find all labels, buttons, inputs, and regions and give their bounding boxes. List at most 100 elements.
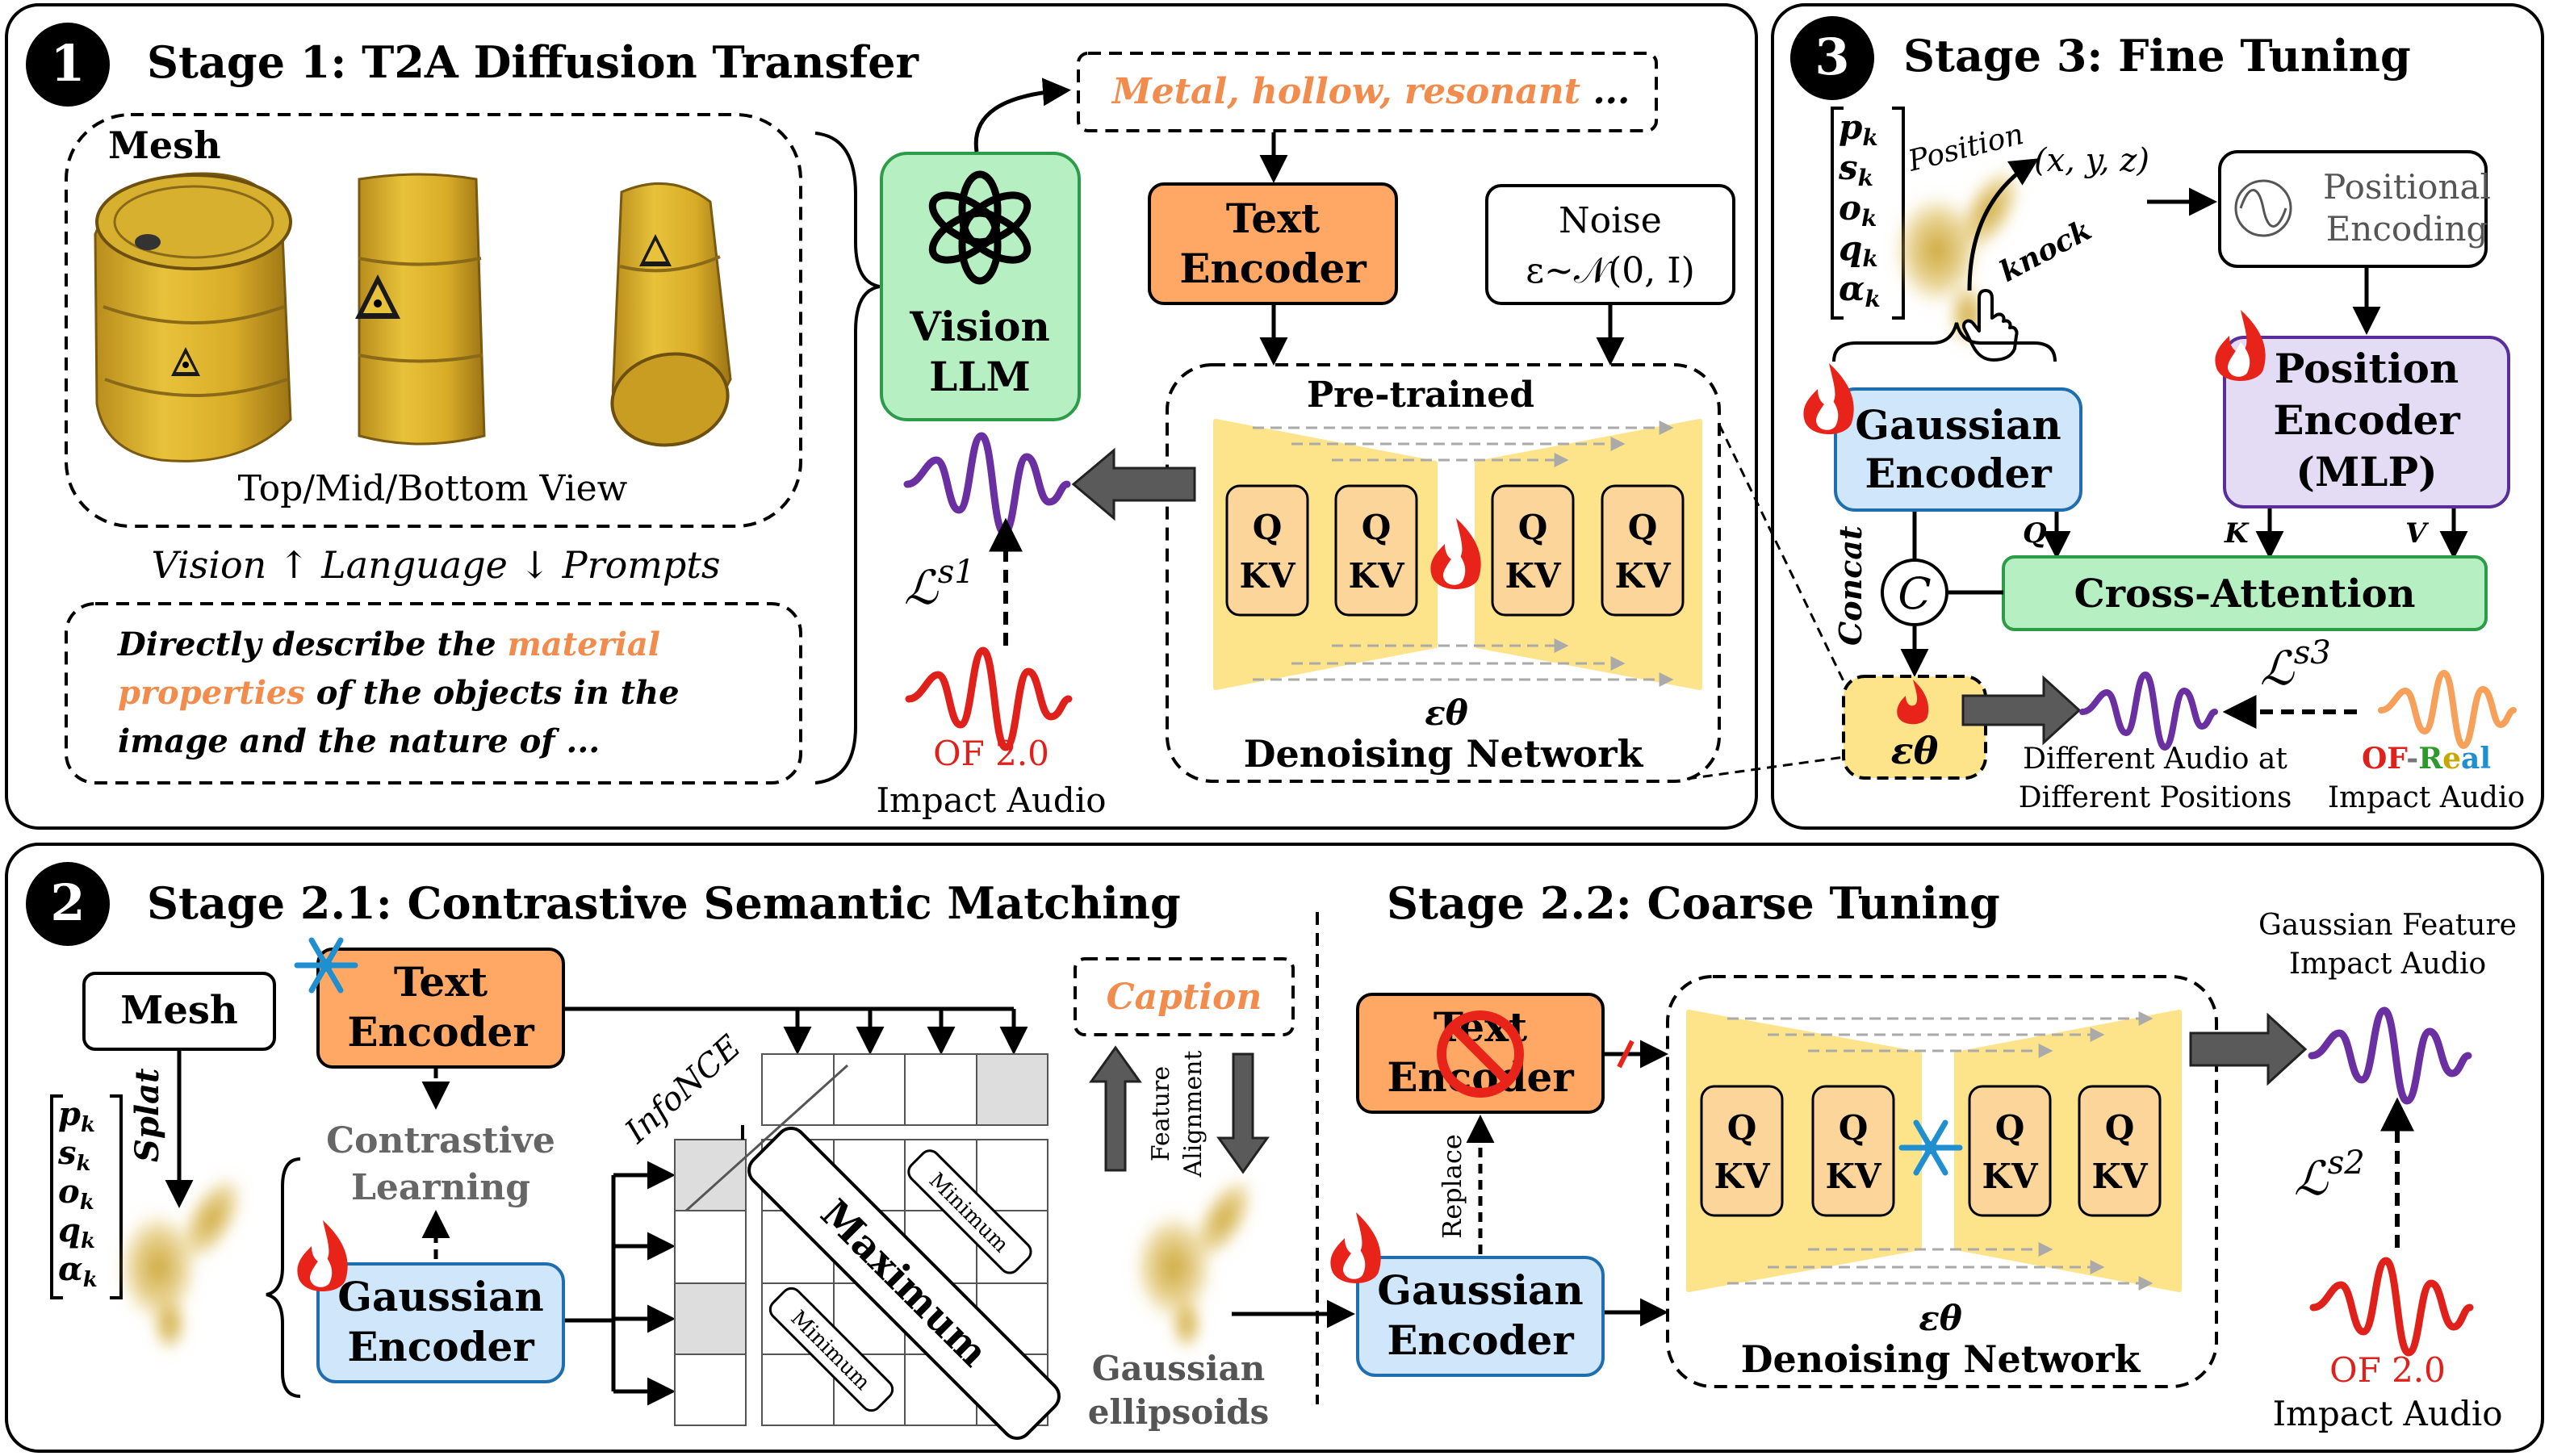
param-p: pk (1839, 107, 1878, 151)
similarity-matrix: InfoNCE Maximum Minimum Minimum (617, 1028, 1061, 1440)
audio-label-s22: Impact Audio (2272, 1394, 2502, 1433)
text-encoder-s1-line2: Encoder (1179, 245, 1367, 292)
prompts-title: Vision ↑ Language ↓ Prompts (152, 543, 721, 587)
fire-icon (1430, 518, 1481, 589)
param-vector-s3: pk sk ok qk αk (1838, 107, 1881, 312)
text-feature-arrows (565, 1006, 1028, 1055)
xyz-label: (x, y, z) (2034, 142, 2149, 179)
reference-audio-wave-s22 (2309, 1257, 2474, 1357)
replace-label: Replace (1437, 1134, 1467, 1239)
prompt-line2b: of the objects in the (305, 674, 680, 712)
real-letter-r: R (2418, 742, 2443, 776)
param-sub: k (1865, 286, 1880, 312)
text-encoder-s21-line2: Encoder (347, 1008, 534, 1056)
k-label: K (2224, 517, 2250, 550)
param-q: qk (58, 1211, 95, 1253)
gaussian-encoder-s22-line1: Gaussian (1377, 1266, 1584, 1314)
pretrained-label: Pre-trained (1307, 374, 1534, 416)
fire-icon (2215, 310, 2266, 381)
param-sub: k (1858, 165, 1873, 191)
prompt-text-line3: image and the nature of ... (118, 722, 600, 760)
eps-theta-box-s3 (1842, 675, 1987, 780)
generated-audio-wave-s22 (2308, 1006, 2472, 1105)
vision-llm-line2: LLM (929, 353, 1031, 400)
gaussian-encoder-box-s22 (1356, 1256, 1605, 1377)
qkv-kv: KV (1348, 556, 1405, 596)
param-alpha: αk (1839, 269, 1881, 312)
matrix-row-header-shaded (674, 1139, 747, 1211)
param-sym: o (1839, 188, 1861, 228)
contrastive-line2: Learning (351, 1167, 530, 1208)
stage1-badge (26, 23, 110, 107)
audio-label-s1: Impact Audio (876, 780, 1106, 820)
mesh-views-box (65, 113, 802, 528)
gaussian-encoder-box-s21 (316, 1262, 565, 1383)
contrastive-line1: Contrastive (326, 1120, 555, 1161)
openai-logo-icon (928, 170, 1032, 285)
qkv-block (1491, 484, 1575, 617)
prompt-box (65, 602, 802, 784)
stage3-title: Stage 3: Fine Tuning (1903, 30, 2411, 82)
param-sub: k (81, 1113, 95, 1137)
loss-s22: ℒs2 (2294, 1144, 2365, 1206)
barrel-mid-view (355, 173, 486, 446)
qkv-q: Q (1628, 508, 1658, 547)
audio-source-s1: OF 2.0 (933, 734, 1049, 773)
concat-symbol: C (1898, 568, 1931, 619)
stage3-badge (1790, 16, 1874, 100)
gaussian-encoder-box-s3 (1834, 387, 2082, 512)
qkv-block (1334, 484, 1418, 617)
caption-ellipsis: ... (1580, 71, 1630, 112)
gf-audio-line1: Gaussian Feature (2258, 909, 2517, 942)
param-o: ok (58, 1173, 94, 1215)
param-sym: o (58, 1173, 80, 1211)
caption-text-stage1: Metal, hollow, resonant ... (1111, 71, 1630, 112)
param-sym: p (1839, 107, 1862, 147)
generated-audio-wave-s1 (903, 432, 1071, 537)
stage2-badge (26, 862, 110, 946)
param-alpha: αk (58, 1250, 98, 1292)
qkv-block (1225, 484, 1309, 617)
param-sym: s (1838, 148, 1858, 187)
prompt-line2a: properties (118, 674, 305, 712)
qkv-q: Q (1362, 508, 1392, 547)
infonce-label: InfoNCE (617, 1028, 748, 1151)
snowflake-icon (1898, 1119, 1963, 1176)
param-bracket-right-s2 (110, 1094, 123, 1299)
infonce-diagonal (684, 1064, 849, 1212)
prompt-line1a: Directly describe the (117, 625, 507, 663)
view-caption: Top/Mid/Bottom View (238, 468, 628, 509)
stage1-badge-number: 1 (50, 34, 85, 93)
position-encoder-line1: Position (2275, 345, 2459, 392)
qkv-kv: KV (1614, 556, 1672, 596)
position-encoder-line2: Encoder (2273, 396, 2460, 444)
gaussian-encoder-s21-line1: Gaussian (337, 1273, 544, 1320)
gaussian-feature-arrows (565, 1161, 676, 1406)
snowflake-icon (294, 937, 358, 994)
loss-symbol-s1: ℒ (904, 560, 939, 615)
fire-icon (297, 1220, 348, 1291)
param-sub: k (1862, 124, 1877, 151)
eps-theta-s22: εθ (1919, 1299, 1962, 1338)
param-vector-s2: pk sk ok qk αk (57, 1095, 98, 1292)
param-sym: q (58, 1211, 81, 1249)
param-sym: p (58, 1095, 81, 1133)
stage3: 3 Stage 3: Fine Tuning pk sk ok qk αk Po… (1790, 16, 2525, 814)
qkv-q: Q (1253, 508, 1283, 547)
loss-sup-s3: s3 (2294, 634, 2331, 672)
param-sub: k (81, 1229, 95, 1253)
fire-icon (1803, 363, 1854, 434)
reference-audio-wave-s3 (2378, 669, 2517, 750)
qkv-block (2078, 1085, 2162, 1217)
param-q: qk (1839, 228, 1878, 272)
qkv-blocks-s22: Q KV Q KV Q KV Q KV (1700, 1085, 2162, 1217)
matrix-row-header-shaded (674, 1282, 747, 1355)
gaussian-ellipsoids-blob (1133, 1176, 1254, 1351)
caption-box-s2 (1074, 957, 1295, 1036)
real-letter-a: a (2461, 742, 2480, 776)
generated-audio-wave-s3 (2079, 671, 2218, 751)
diff-audio-line1: Different Audio at (2023, 743, 2287, 776)
real-letter-l: l (2480, 742, 2491, 776)
param-sym: q (1839, 228, 1862, 268)
barrel-top-view (94, 172, 292, 462)
